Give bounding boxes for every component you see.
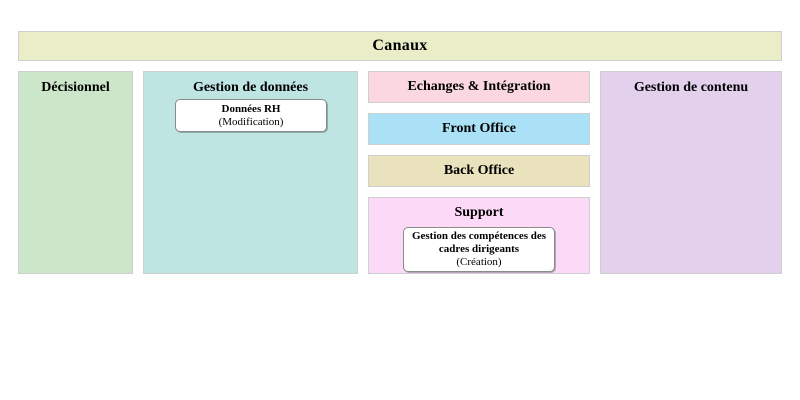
column-gestion-donnees-title: Gestion de données	[192, 80, 309, 95]
box-back-office-title: Back Office	[443, 163, 515, 178]
column-gestion-contenu[interactable]: Gestion de contenu	[600, 71, 782, 274]
box-echanges-integration-title: Echanges & Intégration	[407, 79, 551, 94]
card-gestion-competences-title-line2: cadres dirigeants	[438, 243, 520, 255]
column-decisionnel[interactable]: Décisionnel	[18, 71, 133, 274]
card-donnees-rh[interactable]: Données RH (Modification)	[175, 99, 327, 132]
column-gestion-contenu-title: Gestion de contenu	[633, 80, 749, 95]
banner-canaux[interactable]: Canaux	[18, 31, 782, 61]
box-support-title: Support	[454, 205, 504, 220]
card-donnees-rh-title: Données RH	[221, 102, 281, 115]
card-gestion-competences-subtitle: (Création)	[456, 256, 502, 268]
box-support[interactable]: Support Gestion des compétences des cadr…	[368, 197, 590, 274]
banner-canaux-label: Canaux	[372, 37, 428, 54]
box-echanges-integration[interactable]: Echanges & Intégration	[368, 71, 590, 103]
box-front-office[interactable]: Front Office	[368, 113, 590, 145]
column-decisionnel-title: Décisionnel	[41, 80, 110, 95]
column-gestion-donnees[interactable]: Gestion de données Données RH (Modificat…	[143, 71, 358, 274]
card-gestion-competences-title-line1: Gestion des compétences des	[411, 230, 547, 242]
box-back-office[interactable]: Back Office	[368, 155, 590, 187]
box-front-office-title: Front Office	[442, 121, 516, 136]
card-donnees-rh-subtitle: (Modification)	[218, 115, 284, 128]
card-gestion-competences[interactable]: Gestion des compétences des cadres dirig…	[403, 227, 555, 272]
